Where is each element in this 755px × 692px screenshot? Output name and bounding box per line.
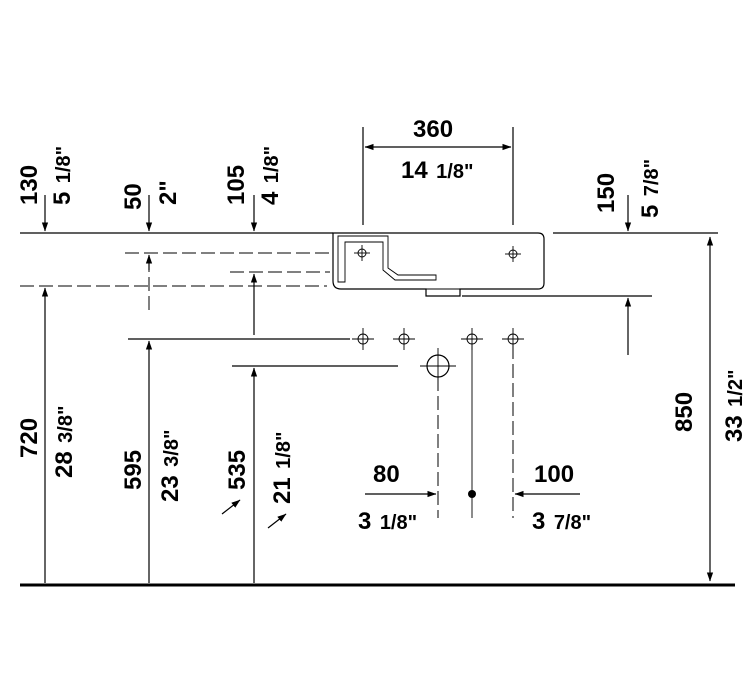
diagonal-arrow-icon bbox=[221, 499, 241, 515]
washbasin bbox=[332, 232, 545, 297]
supply-connection-1 bbox=[352, 328, 374, 350]
dim-850-mm: 850 bbox=[671, 392, 698, 432]
diagonal-arrow-icon bbox=[267, 513, 287, 529]
center-point bbox=[468, 490, 476, 498]
dim-535-mm: 535 bbox=[224, 450, 251, 490]
dim-360-inch: 14 1/8" bbox=[401, 157, 473, 184]
dim-100-inch: 3 7/8" bbox=[532, 508, 591, 535]
tap-hole-left bbox=[354, 245, 370, 261]
dim-105-mm: 105 bbox=[223, 165, 250, 205]
dim-595-inch: 23 3/8" bbox=[157, 430, 184, 502]
dim-80-inch: 3 1/8" bbox=[358, 508, 417, 535]
dim-130-inch: 5 1/8" bbox=[49, 146, 76, 205]
dim-100-mm: 100 bbox=[534, 461, 574, 488]
dim-80-mm: 80 bbox=[373, 461, 400, 488]
dim-50-inch: 2" bbox=[155, 180, 182, 205]
dim-150-inch: 5 7/8" bbox=[637, 159, 664, 218]
dim-720-inch: 28 3/8" bbox=[51, 406, 78, 478]
dim-850-inch: 33 1/2" bbox=[721, 370, 748, 442]
dim-595-mm: 595 bbox=[120, 450, 147, 490]
dim-720-mm: 720 bbox=[16, 418, 43, 458]
dim-150-mm: 150 bbox=[593, 173, 620, 213]
dim-130-mm: 130 bbox=[16, 165, 43, 205]
dim-50-mm: 50 bbox=[120, 183, 147, 210]
dim-360-mm: 360 bbox=[413, 116, 453, 143]
tap-hole-right bbox=[505, 246, 521, 262]
dim-105-inch: 4 1/8" bbox=[257, 146, 284, 205]
supply-connection-2 bbox=[393, 328, 415, 350]
dim-535-inch: 21 1/8" bbox=[269, 432, 296, 504]
